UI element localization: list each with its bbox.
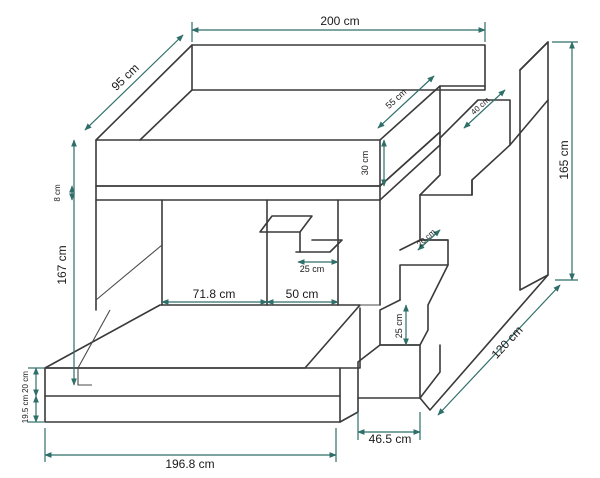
label-stairs-depth: 120 cm xyxy=(489,323,526,361)
under-frame xyxy=(95,199,381,311)
shelves xyxy=(259,215,343,253)
dimension-lines xyxy=(28,22,578,462)
label-under-right: 50 cm xyxy=(286,287,319,301)
label-top-depth: 95 cm xyxy=(109,61,142,94)
label-base-width: 196.8 cm xyxy=(165,457,214,471)
lower-base xyxy=(44,304,361,423)
label-shelf-depth: 25 cm xyxy=(300,264,325,274)
label-stairs-width: 46.5 cm xyxy=(369,432,412,446)
top-bunk xyxy=(95,44,486,201)
label-mattress-gap: 8 cm xyxy=(53,184,62,202)
label-rail-height: 30 cm xyxy=(360,151,370,176)
label-total-height: 165 cm xyxy=(557,140,571,179)
label-base-h-bottom: 19.5 cm xyxy=(21,394,30,423)
label-step-height-low: 25 cm xyxy=(394,314,404,339)
label-lower-height: 167 cm xyxy=(55,245,69,284)
dimension-labels: 200 cm 95 cm 55 cm 30 cm 8 cm 167 cm 40 … xyxy=(21,14,571,471)
label-base-h-top: 20 cm xyxy=(21,371,30,393)
label-step-rise: 20 cm xyxy=(415,227,437,248)
stair-unit xyxy=(339,41,549,423)
label-under-left: 71.8 cm xyxy=(193,287,236,301)
label-top-width: 200 cm xyxy=(320,14,359,28)
